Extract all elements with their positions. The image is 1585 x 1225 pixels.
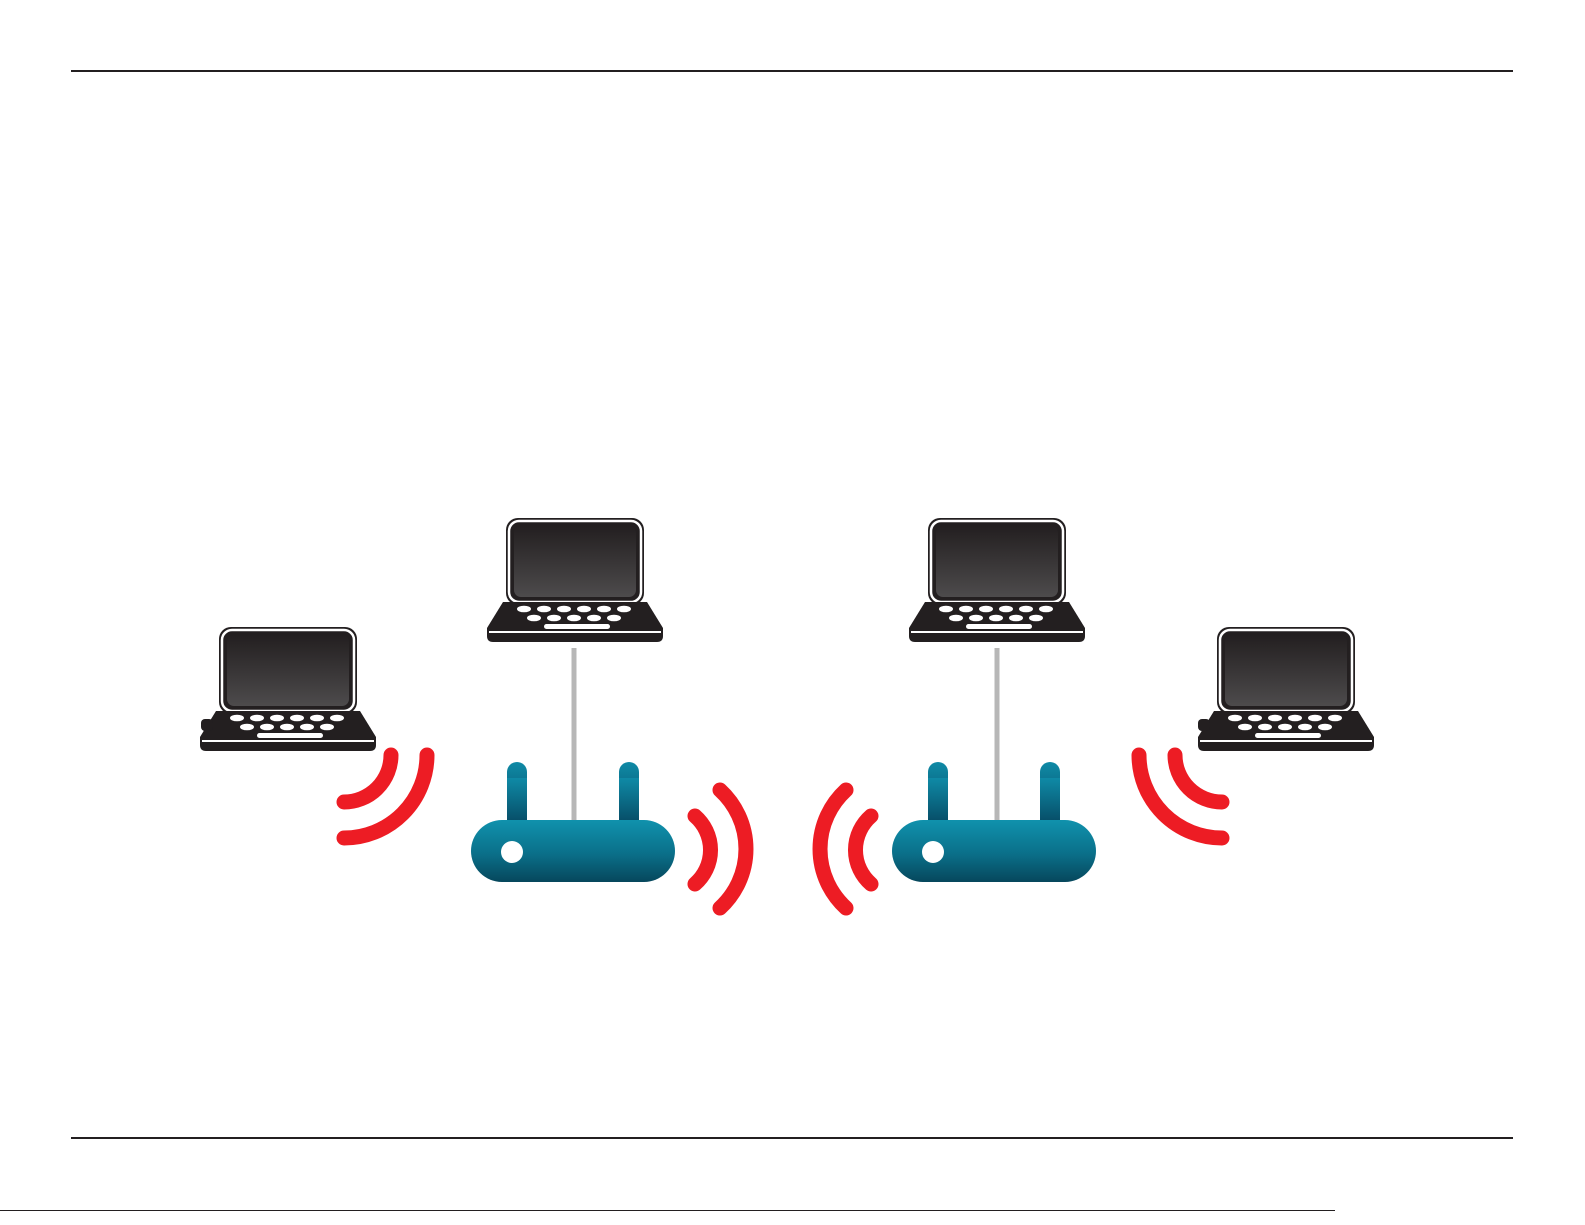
footer-line — [0, 1210, 1335, 1211]
wifi-signal-right-inner — [1175, 755, 1222, 802]
laptop-left-tab — [201, 719, 213, 731]
wifi-signal-router-left-outer — [720, 790, 746, 908]
wifi-signal-router-left-inner — [695, 816, 711, 884]
wifi-signal-left-inner — [344, 755, 391, 802]
bottom-rule — [71, 1137, 1513, 1139]
laptop-right-icon — [1198, 627, 1374, 751]
laptop-center-right-icon — [909, 518, 1085, 642]
laptop-center-left-icon — [487, 518, 663, 642]
laptop-right-tab — [1198, 719, 1210, 731]
wifi-signal-router-right-outer — [820, 790, 846, 908]
laptop-left-icon — [200, 627, 376, 751]
wifi-signal-router-right-inner — [855, 816, 871, 884]
router-right-icon — [892, 762, 1096, 882]
